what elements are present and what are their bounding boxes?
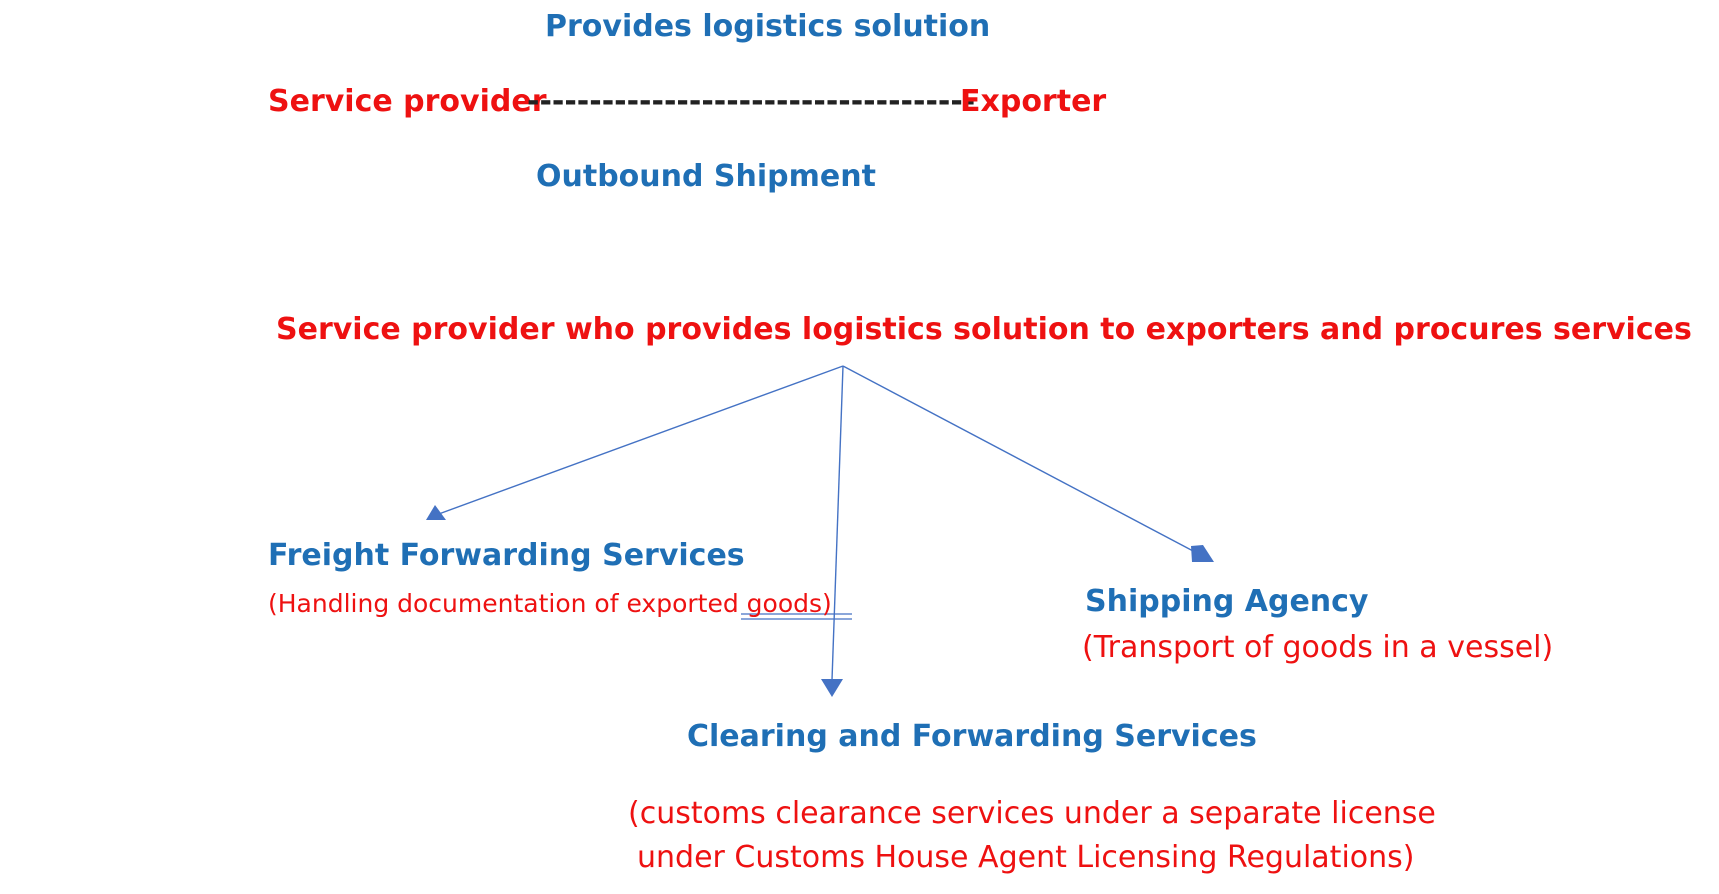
clearing-forwarding-description-line2: under Customs House Agent Licensing Regu… — [637, 840, 1415, 875]
arrowhead-clearing — [821, 679, 843, 697]
arrow-to-clearing — [831, 365, 844, 681]
shipping-agency-title: Shipping Agency — [1085, 584, 1369, 619]
shipping-agency-description: (Transport of goods in a vessel) — [1082, 630, 1554, 665]
arrowhead-freight — [426, 505, 446, 520]
service-provider-label: Service provider — [268, 84, 547, 119]
arrow-to-freight — [435, 365, 844, 516]
relationship-bottom-label: Outbound Shipment — [536, 159, 876, 194]
clearing-forwarding-description-line1: (customs clearance services under a sepa… — [628, 796, 1436, 831]
tree-root-statement: Service provider who provides logistics … — [276, 312, 1692, 347]
exporter-label: Exporter — [960, 84, 1107, 119]
arrow-to-shipping — [842, 365, 1196, 553]
clearing-forwarding-title: Clearing and Forwarding Services — [687, 719, 1257, 754]
dashed-connector: ------------------------------------ — [527, 84, 976, 119]
freight-forwarding-title: Freight Forwarding Services — [268, 538, 745, 573]
freight-forwarding-description: (Handling documentation of exported good… — [268, 589, 832, 618]
relationship-top-label: Provides logistics solution — [545, 9, 991, 44]
arrowhead-shipping — [1191, 545, 1214, 562]
